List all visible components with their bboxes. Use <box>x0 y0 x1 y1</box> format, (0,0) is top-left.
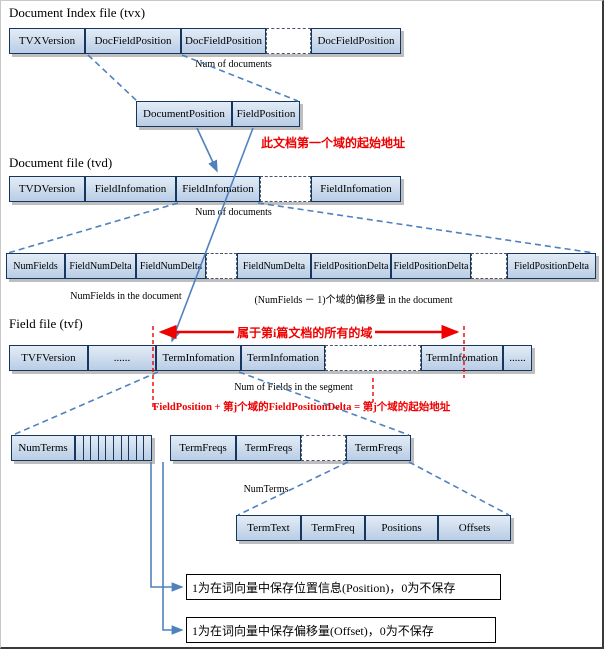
doc-field-position-cell: DocFieldPosition <box>85 28 181 54</box>
positions-cell: Positions <box>365 515 438 541</box>
field-position-pointer-arrow <box>171 127 254 343</box>
term-text-cell: TermText <box>236 515 301 541</box>
field-num-delta-cell: FieldNumDelta <box>65 253 136 279</box>
tvf-file-title: Field file (tvf) <box>9 316 83 331</box>
fields-ellipsis-gap-cell <box>471 253 507 279</box>
tvd-zoom-connector-right <box>257 202 595 254</box>
tvd-file-title: Document file (tvd) <box>9 155 113 170</box>
terms-row-caption: NumTerms <box>243 484 289 495</box>
field-position-delta-cell: FieldPositionDelta <box>311 253 391 279</box>
offset-flag-pointer-arrow <box>162 462 184 635</box>
field-infomation-cell: FieldInfomation <box>85 176 176 202</box>
flag-bits-cells <box>75 435 153 461</box>
offsets-cell: Offsets <box>438 515 511 541</box>
position-flag-pointer-arrow <box>150 462 184 592</box>
tvx-version-cell: TVXVersion <box>9 28 85 54</box>
terms-ellipsis-gap-cell <box>301 435 346 461</box>
tvd-row-caption: Num of documents <box>195 207 272 218</box>
tvf-zoom-connector-left <box>12 371 159 436</box>
fields-caption-left: NumFields in the document <box>70 291 182 302</box>
doc-field-position-cell: DocFieldPosition <box>181 28 266 54</box>
field-position-formula-annotation: FieldPosition + 第j个域的FieldPositionDelta … <box>153 402 451 413</box>
tvd-version-cell: TVDVersion <box>9 176 85 202</box>
termfreqs-zoom-connector-right <box>408 461 510 516</box>
field-position-delta-cell: FieldPositionDelta <box>507 253 596 279</box>
tvx-ellipsis-gap-cell <box>266 28 311 54</box>
term-freq-cell: TermFreq <box>301 515 365 541</box>
tvf-ellipsis-cell: ...... <box>88 345 156 371</box>
offset-flag-note-box: 1为在词向量中保存偏移量(Offset)，0为不保存 <box>186 617 496 643</box>
doc-field-position-cell: DocFieldPosition <box>311 28 401 54</box>
field-position-cell: FieldPosition <box>232 101 300 127</box>
tvx-row-caption: Num of documents <box>195 59 272 70</box>
tvf-ellipsis-cell: ...... <box>503 345 532 371</box>
term-freqs-cell: TermFreqs <box>346 435 411 461</box>
field-position-delta-cell: FieldPositionDelta <box>391 253 471 279</box>
document-position-cell: DocumentPosition <box>136 101 232 127</box>
tvf-row-caption: Num of Fields in the segment <box>234 382 353 393</box>
term-freqs-cell: TermFreqs <box>236 435 301 461</box>
term-freqs-cell: TermFreqs <box>170 435 236 461</box>
fields-caption-right: (NumFields － 1)个域的偏移量 in the document <box>254 295 453 306</box>
doc-fields-span-annotation: 属于第i篇文档的所有的域 <box>234 324 376 341</box>
num-terms-cell: NumTerms <box>11 435 75 461</box>
field-num-delta-cell: FieldNumDelta <box>136 253 206 279</box>
tvx-zoom-connector-left <box>87 54 138 102</box>
field-start-annotation: 此文档第一个域的起始地址 <box>261 136 406 150</box>
flag-bit-cell <box>143 435 153 461</box>
tvf-ellipsis-gap-cell <box>325 345 421 371</box>
term-infomation-cell: TermInfomation <box>156 345 241 371</box>
field-num-delta-cell: FieldNumDelta <box>237 253 311 279</box>
tvd-zoom-connector-left <box>7 202 179 254</box>
term-infomation-cell: TermInfomation <box>421 345 503 371</box>
position-flag-note-box: 1为在词向量中保存位置信息(Position)，0为不保存 <box>186 574 501 600</box>
num-fields-cell: NumFields <box>6 253 65 279</box>
field-infomation-cell: FieldInfomation <box>176 176 260 202</box>
tvf-version-cell: TVFVersion <box>9 345 88 371</box>
term-infomation-cell: TermInfomation <box>241 345 325 371</box>
field-infomation-cell: FieldInfomation <box>311 176 401 202</box>
tvx-file-title: Document Index file (tvx) <box>9 5 146 20</box>
document-position-pointer-arrow <box>196 127 218 173</box>
tvd-ellipsis-gap-cell <box>260 176 311 202</box>
position-flag-note-text: 1为在词向量中保存位置信息(Position)，0为不保存 <box>192 580 456 595</box>
fields-ellipsis-gap-cell <box>206 253 237 279</box>
offset-flag-note-text: 1为在词向量中保存偏移量(Offset)，0为不保存 <box>192 623 434 638</box>
